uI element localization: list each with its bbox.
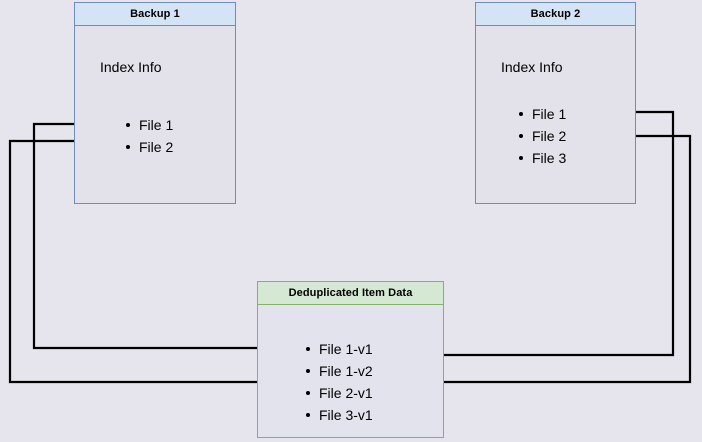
list-item: File 2 [516,125,566,147]
backup-1-file-list: File 1 File 2 [123,114,173,158]
list-item: File 3 [516,147,566,169]
backup-1-body: Index Info File 1 File 2 [75,26,235,203]
backup-2-title: Backup 2 [476,3,635,26]
deduplicated-item-data-box[interactable]: Deduplicated Item Data File 1-v1 File 1-… [257,281,444,438]
backup-1-box[interactable]: Backup 1 Index Info File 1 File 2 [74,2,236,204]
deduplicated-file-list: File 1-v1 File 1-v2 File 2-v1 File 3-v1 [303,338,373,426]
backup-2-box[interactable]: Backup 2 Index Info File 1 File 2 File 3 [475,2,636,204]
list-item: File 2-v1 [303,382,373,404]
backup-2-body: Index Info File 1 File 2 File 3 [476,26,635,203]
deduplicated-item-data-body: File 1-v1 File 1-v2 File 2-v1 File 3-v1 [258,305,443,437]
backup-2-index-info-label: Index Info [501,59,563,75]
backup-1-index-info-label: Index Info [100,59,162,75]
list-item: File 1-v2 [303,360,373,382]
list-item: File 3-v1 [303,404,373,426]
list-item: File 1 [516,103,566,125]
backup-2-file-list: File 1 File 2 File 3 [516,103,566,169]
list-item: File 2 [123,136,173,158]
list-item: File 1-v1 [303,338,373,360]
deduplicated-item-data-title: Deduplicated Item Data [258,282,443,305]
list-item: File 1 [123,114,173,136]
backup-1-title: Backup 1 [75,3,235,26]
